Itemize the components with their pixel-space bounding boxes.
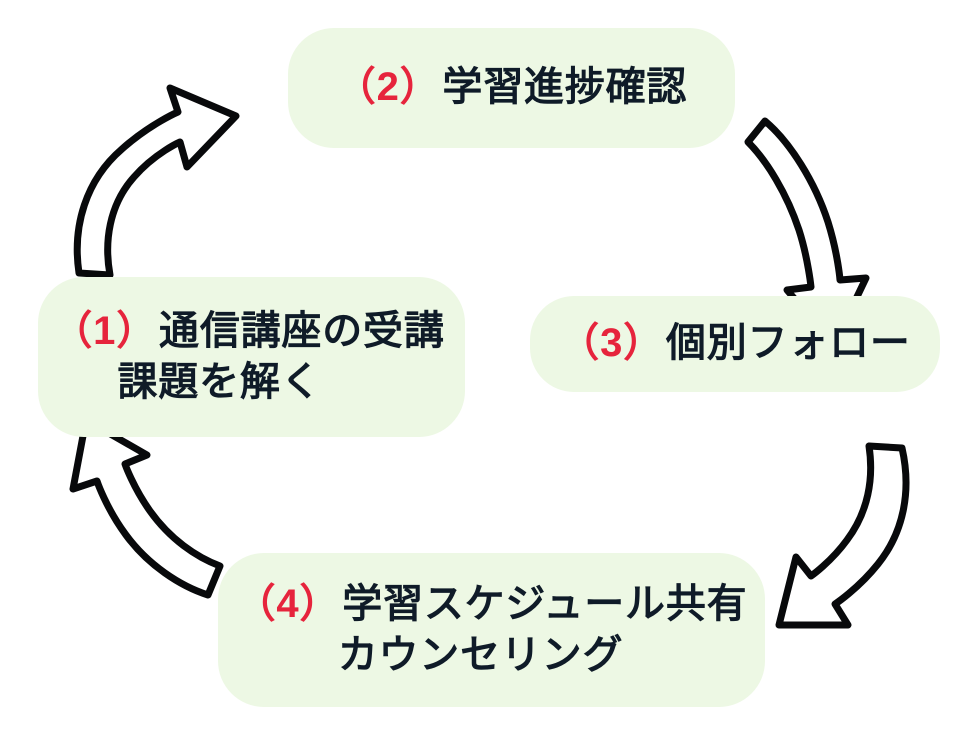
node-3-number: （3） — [559, 321, 664, 366]
node-1-number: （1） — [52, 308, 158, 353]
cycle-node-2[interactable]: （2）学習進捗確認 — [288, 28, 735, 148]
node-1-text-1: 通信講座の受講 — [159, 308, 445, 353]
node-4-text-1: 学習スケジュール共有 — [342, 581, 748, 626]
node-4-number: （4） — [235, 581, 341, 626]
node-2-line-1: （2）学習進捗確認 — [336, 62, 687, 113]
node-2-number: （2） — [335, 65, 441, 110]
cycle-node-4[interactable]: （4）学習スケジュール共有 カウンセリング — [218, 553, 765, 707]
node-4-line-1: （4）学習スケジュール共有 — [236, 579, 748, 630]
arrow-3-to-4 — [775, 442, 910, 629]
arrow-1-to-2 — [73, 84, 240, 279]
arrow-4-to-1 — [69, 416, 224, 599]
node-2-text-1: 学習進捗確認 — [442, 65, 688, 110]
node-3-text-1: 個別フォロー — [665, 321, 911, 366]
cycle-node-1[interactable]: （1）通信講座の受講 課題を解く — [38, 277, 465, 437]
node-1-line-2: 課題を解く — [117, 360, 322, 404]
cycle-node-3[interactable]: （3）個別フォロー — [530, 296, 940, 392]
node-1-line-1: （1）通信講座の受講 — [52, 306, 450, 357]
node-4-line-2: カウンセリング — [337, 633, 624, 677]
node-3-line-1: （3）個別フォロー — [559, 318, 910, 369]
